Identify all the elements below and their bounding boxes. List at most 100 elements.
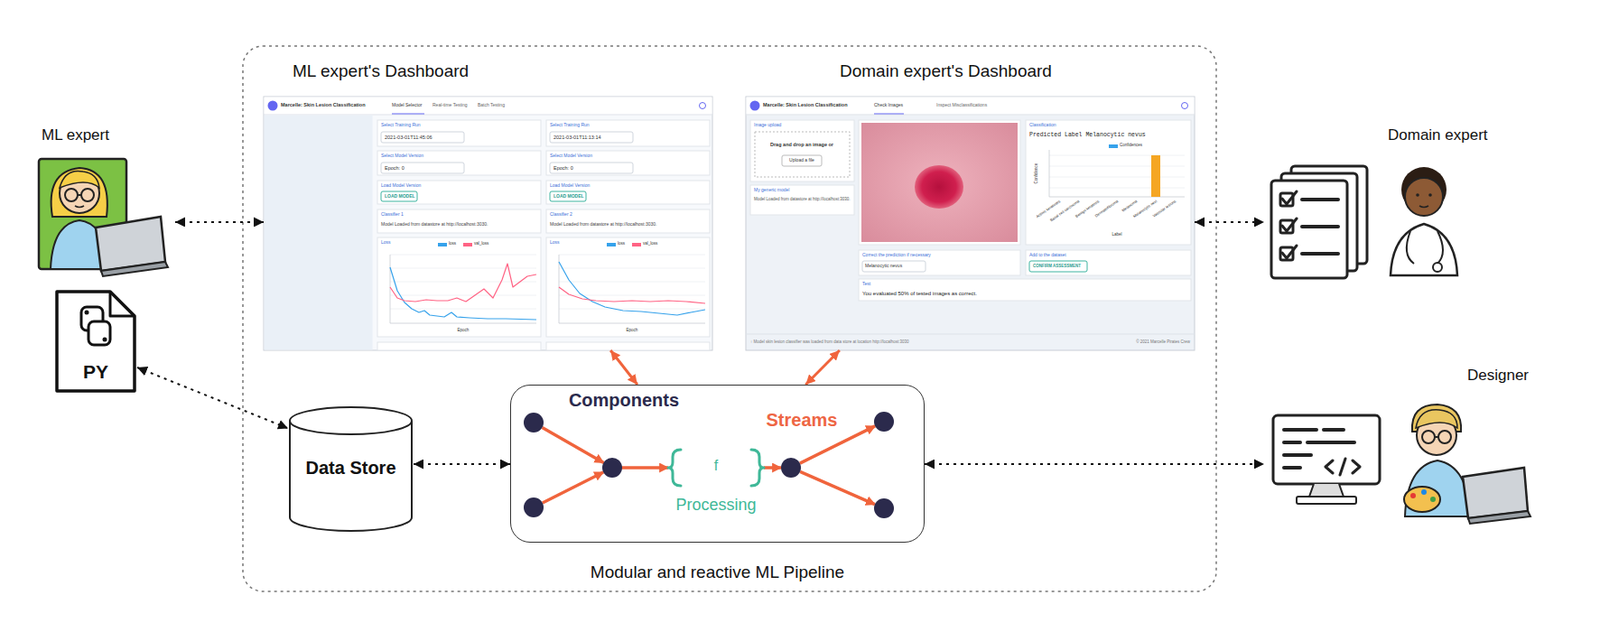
doctor-icon [1428, 193, 1433, 197]
code-monitor-icon [1352, 460, 1360, 474]
pipeline-graph [668, 449, 681, 486]
ml-dashboard-screenshot [390, 254, 391, 324]
doctor-icon [1415, 193, 1420, 197]
screen-text: Melanocytic nevus [865, 263, 903, 270]
ml-dashboard-screenshot [390, 261, 706, 320]
screen-text: Classifier 1 [381, 212, 404, 218]
screen-text: My generic model [753, 187, 790, 194]
checklist-icon [1271, 180, 1348, 279]
screen-text: Epoch [626, 327, 639, 333]
ml-dashboard-screenshot [632, 242, 642, 247]
pipeline-label: f [714, 457, 718, 475]
domain-dashboard-screenshot [745, 334, 1195, 335]
ml-dashboard-screenshot [264, 115, 373, 351]
domain-dashboard-screenshot [1049, 149, 1051, 197]
domain-dashboard-screenshot [858, 120, 1021, 245]
ml-expert-icon [74, 205, 84, 208]
node-label: Designer [1467, 366, 1529, 385]
domain-dashboard-screenshot [745, 114, 1195, 116]
code-monitor-icon [1283, 427, 1317, 432]
code-monitor-icon [1323, 427, 1344, 432]
checklist-icon [1302, 224, 1339, 229]
designer-icon [1422, 430, 1435, 444]
ml-dashboard-screenshot [549, 131, 633, 143]
designer-icon [1438, 430, 1452, 444]
screen-text: Check Images [874, 102, 903, 109]
screen-text: Inspect Misclassifications [936, 102, 987, 109]
screen-text: Real-time Testing [432, 102, 468, 109]
node-label: Modular and reactive ML Pipeline [590, 562, 845, 583]
data-store: Data Store [288, 405, 414, 533]
domain-dashboard-screenshot [1181, 102, 1189, 110]
cylinder-shape [289, 420, 412, 531]
domain-dashboard-screenshot [750, 185, 855, 215]
node-label: Data Store [305, 457, 396, 479]
screen-text: val_loss [474, 241, 489, 246]
doctor-icon [1432, 262, 1442, 272]
screen-text: Confidences [1119, 142, 1143, 148]
designer-icon [1421, 489, 1427, 495]
screen-text: Batch Testing [477, 102, 505, 109]
doctor-icon [1406, 231, 1443, 264]
screen-text: Melanoma [1121, 199, 1139, 214]
pipeline-graph [523, 411, 894, 519]
ml-dashboard-screenshot [558, 254, 560, 324]
ml-dashboard-screenshot [263, 96, 713, 351]
domain-dashboard-screenshot [1025, 250, 1191, 276]
pipeline-graph [668, 449, 764, 486]
ml-dashboard-screenshot [377, 237, 541, 337]
screen-text: Model Selector [391, 102, 422, 109]
ml-dashboard-screenshot [699, 102, 707, 110]
doctor-icon [1390, 223, 1458, 276]
ml-expert-icon [38, 158, 168, 277]
code-monitor-icon [1325, 460, 1333, 474]
domain-dashboard-screenshot [745, 96, 1195, 351]
ml-dashboard-screenshot [377, 209, 541, 233]
outer-boundary [242, 46, 1217, 592]
screen-text: ↑ Model skin lesion classifier was loade… [750, 339, 910, 345]
checklist-icon [1302, 251, 1339, 256]
ml-dashboard-screenshot [390, 268, 537, 270]
screen-text: LOAD MODEL [384, 194, 416, 200]
checklist-icon [1282, 245, 1297, 259]
pipeline-graph [874, 411, 894, 432]
ml-dashboard-screenshot [558, 281, 706, 283]
code-monitor-icon [1309, 483, 1344, 497]
pipeline-label: Processing [675, 495, 756, 515]
domain-dashboard-screenshot [874, 112, 904, 114]
ml-dashboard-screenshot [390, 254, 706, 309]
ml-dashboard-screenshot [546, 180, 710, 205]
domain-dashboard-screenshot [1049, 155, 1185, 188]
screen-text: © 2021 Marcelle Pirates Crew [1135, 339, 1191, 345]
designer-icon [1404, 486, 1441, 512]
pipeline-graph [523, 411, 894, 519]
ml-dashboard-screenshot [390, 263, 537, 302]
designer-icon [1462, 467, 1528, 519]
ml-dashboard-screenshot [381, 131, 633, 174]
screen-text: Select Model Version [549, 153, 593, 159]
pipeline-graph [523, 412, 544, 433]
file-shape [84, 310, 90, 316]
ml-dashboard-screenshot [381, 162, 465, 174]
screen-text: Select Training Run [381, 122, 421, 129]
code-monitor-icon [1283, 440, 1301, 445]
domain-dashboard-screenshot [1029, 260, 1088, 272]
ml-dashboard-screenshot [546, 150, 710, 176]
domain-dashboard-screenshot [745, 96, 1195, 351]
code-monitor-icon [1283, 453, 1312, 457]
ml-dashboard-screenshot [546, 120, 710, 147]
ml-dashboard-screenshot [558, 261, 706, 316]
ml-dashboard-screenshot [546, 342, 710, 351]
domain-dashboard-screenshot [862, 260, 926, 272]
dotted-connector [175, 221, 264, 224]
python-file: PY [54, 288, 138, 394]
screen-text: Loss [549, 240, 560, 246]
ml-dashboard-screenshot [264, 97, 713, 115]
screen-text: Loss [381, 240, 391, 246]
screen-text: CONFIRM ASSESSMENT [1032, 263, 1081, 269]
ml-dashboard-screenshot [546, 237, 710, 337]
ml-dashboard-screenshot [391, 112, 425, 114]
screen-text: Epoch: 0 [384, 165, 405, 171]
domain-dashboard-screenshot [1049, 176, 1185, 178]
